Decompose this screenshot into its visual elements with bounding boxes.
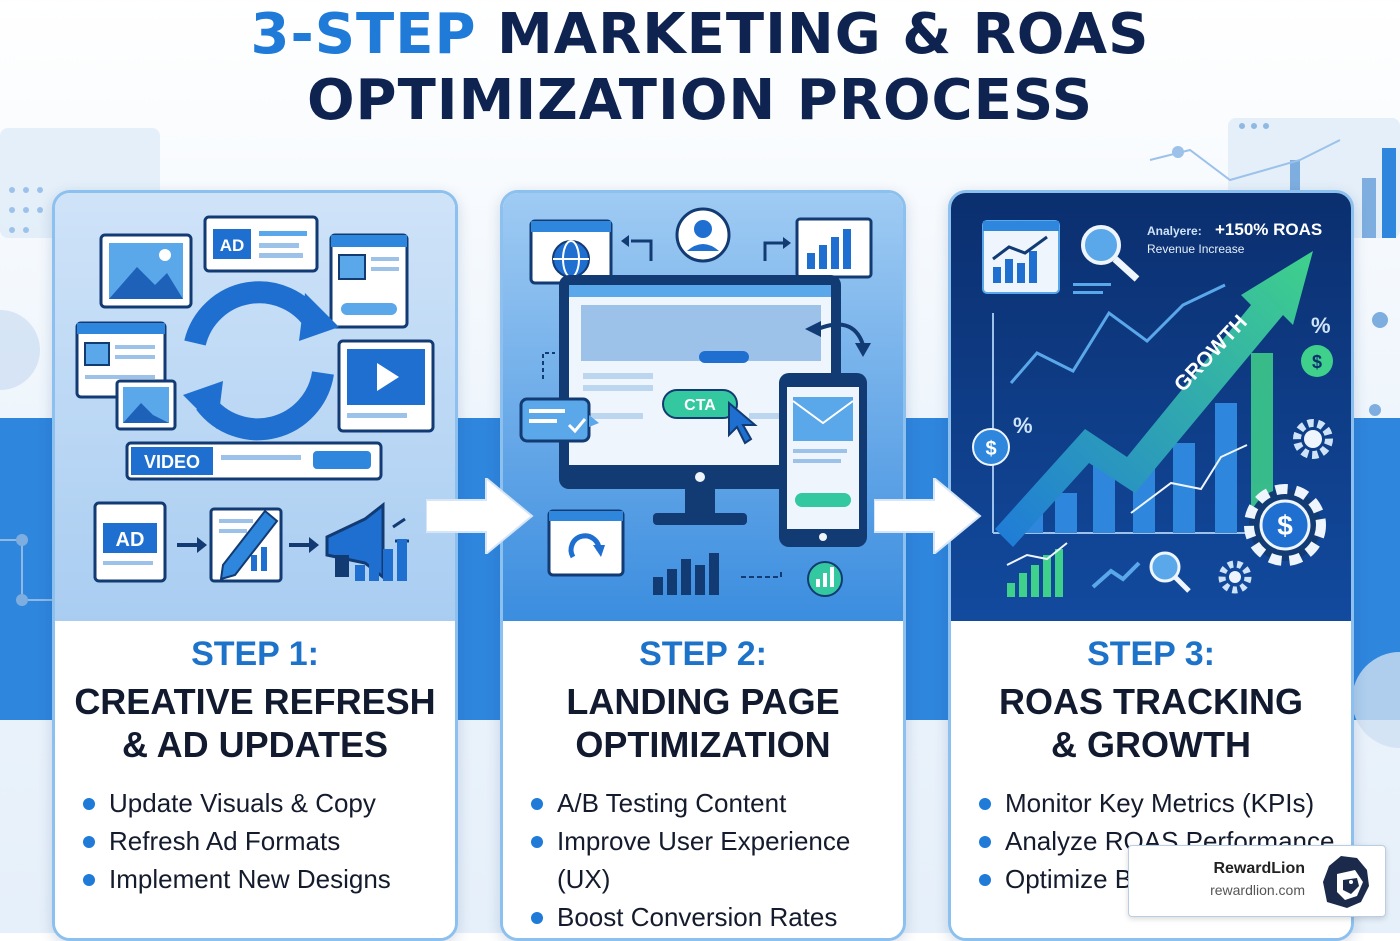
step-1-illustration: AD xyxy=(55,193,455,621)
webpage-icon xyxy=(329,233,409,329)
step-3-illustration: Analyere: +150% ROAS Revenue Increase GR… xyxy=(951,193,1351,621)
refresh-icon xyxy=(183,281,339,441)
bullet-item: Improve User Experience (UX) xyxy=(531,822,903,898)
step-3-title: ROAS TRACKING & GROWTH xyxy=(951,680,1351,766)
dollar-sign-2: $ xyxy=(1312,352,1322,372)
play-icon xyxy=(337,339,435,433)
step-1-bullets: Update Visuals & Copy Refresh Ad Formats… xyxy=(55,784,455,898)
refresh-icon xyxy=(547,509,625,577)
page-title: 3-STEP MARKETING & ROAS OPTIMIZATION PRO… xyxy=(0,2,1400,134)
pencil-icon xyxy=(209,507,283,583)
chart-window-icon xyxy=(982,220,1060,294)
title-line1-rest: MARKETING & ROAS xyxy=(497,2,1150,67)
globe-icon xyxy=(529,219,613,285)
small-chart-icon xyxy=(653,553,719,595)
photo-icon xyxy=(115,379,177,431)
roas-value: +150% ROAS xyxy=(1215,220,1322,239)
cta-button: CTA xyxy=(662,389,738,419)
doc-icon xyxy=(75,321,167,399)
cursor-icon xyxy=(728,400,758,445)
step-3-label: STEP 3: xyxy=(1087,635,1215,673)
cta-label: CTA xyxy=(684,397,716,414)
bullet-item: A/B Testing Content xyxy=(531,784,903,822)
step-1-title-line2: & AD UPDATES xyxy=(121,724,388,765)
step-3-title-line2: & GROWTH xyxy=(1051,724,1251,765)
step-1-label: STEP 1: xyxy=(191,635,319,673)
location-pin-icon xyxy=(807,561,843,597)
step-3-card: Analyere: +150% ROAS Revenue Increase GR… xyxy=(948,190,1354,941)
title-line2: OPTIMIZATION PROCESS xyxy=(306,68,1094,133)
chat-icon xyxy=(519,397,599,443)
step-1-info: STEP 1: CREATIVE REFRESH & AD UPDATES Up… xyxy=(55,621,455,938)
bullet-item: Update Visuals & Copy xyxy=(83,784,455,822)
bullet-item: Implement New Designs xyxy=(83,860,455,898)
percent-sign-2: % xyxy=(1311,313,1331,338)
title-accent: 3-STEP xyxy=(250,2,477,67)
bullet-item: Refresh Ad Formats xyxy=(83,822,455,860)
ad-tag: AD xyxy=(220,236,245,255)
magnifier-icon xyxy=(1081,225,1140,282)
step-2-title: LANDING PAGE OPTIMIZATION xyxy=(503,680,903,766)
bullet-item: Monitor Key Metrics (KPIs) xyxy=(979,784,1351,822)
user-icon xyxy=(675,207,731,263)
step-2-bullets: A/B Testing Content Improve User Experie… xyxy=(503,784,903,936)
gear-icon xyxy=(1218,560,1252,594)
ad-banner-icon: AD xyxy=(203,215,319,273)
bullet-item: Boost Conversion Rates xyxy=(531,898,903,936)
step-2-illustration: CTA xyxy=(503,193,903,621)
dollar-sign-3: $ xyxy=(1277,510,1293,541)
bar-chart-icon xyxy=(1006,542,1068,597)
brand-badge[interactable]: RewardLion rewardlion.com xyxy=(1128,845,1386,917)
ad-doc-icon: AD xyxy=(93,501,167,583)
arrow-right-icon xyxy=(874,478,982,554)
analyze-label: Analyere: xyxy=(1147,224,1202,238)
dollar-icon: $ xyxy=(972,428,1010,466)
revenue-label: Revenue Increase xyxy=(1147,242,1245,256)
lion-head-icon xyxy=(1323,856,1369,908)
video-bar: VIDEO xyxy=(125,441,383,481)
step-2-title-line1: LANDING PAGE xyxy=(566,681,840,722)
phone-icon xyxy=(779,373,867,547)
step-1-title: CREATIVE REFRESH & AD UPDATES xyxy=(55,680,455,766)
video-tag: VIDEO xyxy=(144,452,200,472)
gear-icon xyxy=(1293,419,1333,459)
step-2-info: STEP 2: LANDING PAGE OPTIMIZATION A/B Te… xyxy=(503,621,903,938)
brand-url: rewardlion.com xyxy=(1210,882,1305,898)
step-2-card: CTA xyxy=(500,190,906,941)
step-1-title-line1: CREATIVE REFRESH xyxy=(74,681,436,722)
monitor-icon xyxy=(559,275,841,525)
step-1-card: AD xyxy=(52,190,458,941)
ad-doc-tag: AD xyxy=(116,529,145,551)
dollar-icon: $ xyxy=(1301,345,1333,377)
image-icon xyxy=(99,233,193,309)
dollar-sign: $ xyxy=(985,438,996,460)
percent-sign: % xyxy=(1013,413,1033,438)
step-2-label: STEP 2: xyxy=(639,635,767,673)
magnifier-icon xyxy=(1149,551,1191,593)
gear-icon: $ xyxy=(1244,484,1326,566)
step-2-title-line2: OPTIMIZATION xyxy=(575,724,831,765)
step-3-title-line1: ROAS TRACKING xyxy=(999,681,1303,722)
brand-name: RewardLion xyxy=(1213,860,1305,877)
arrow-right-icon xyxy=(426,478,534,554)
bar-chart-icon xyxy=(795,217,873,279)
revenue-bars xyxy=(1021,353,1273,533)
bar-chart-icon xyxy=(355,539,407,581)
